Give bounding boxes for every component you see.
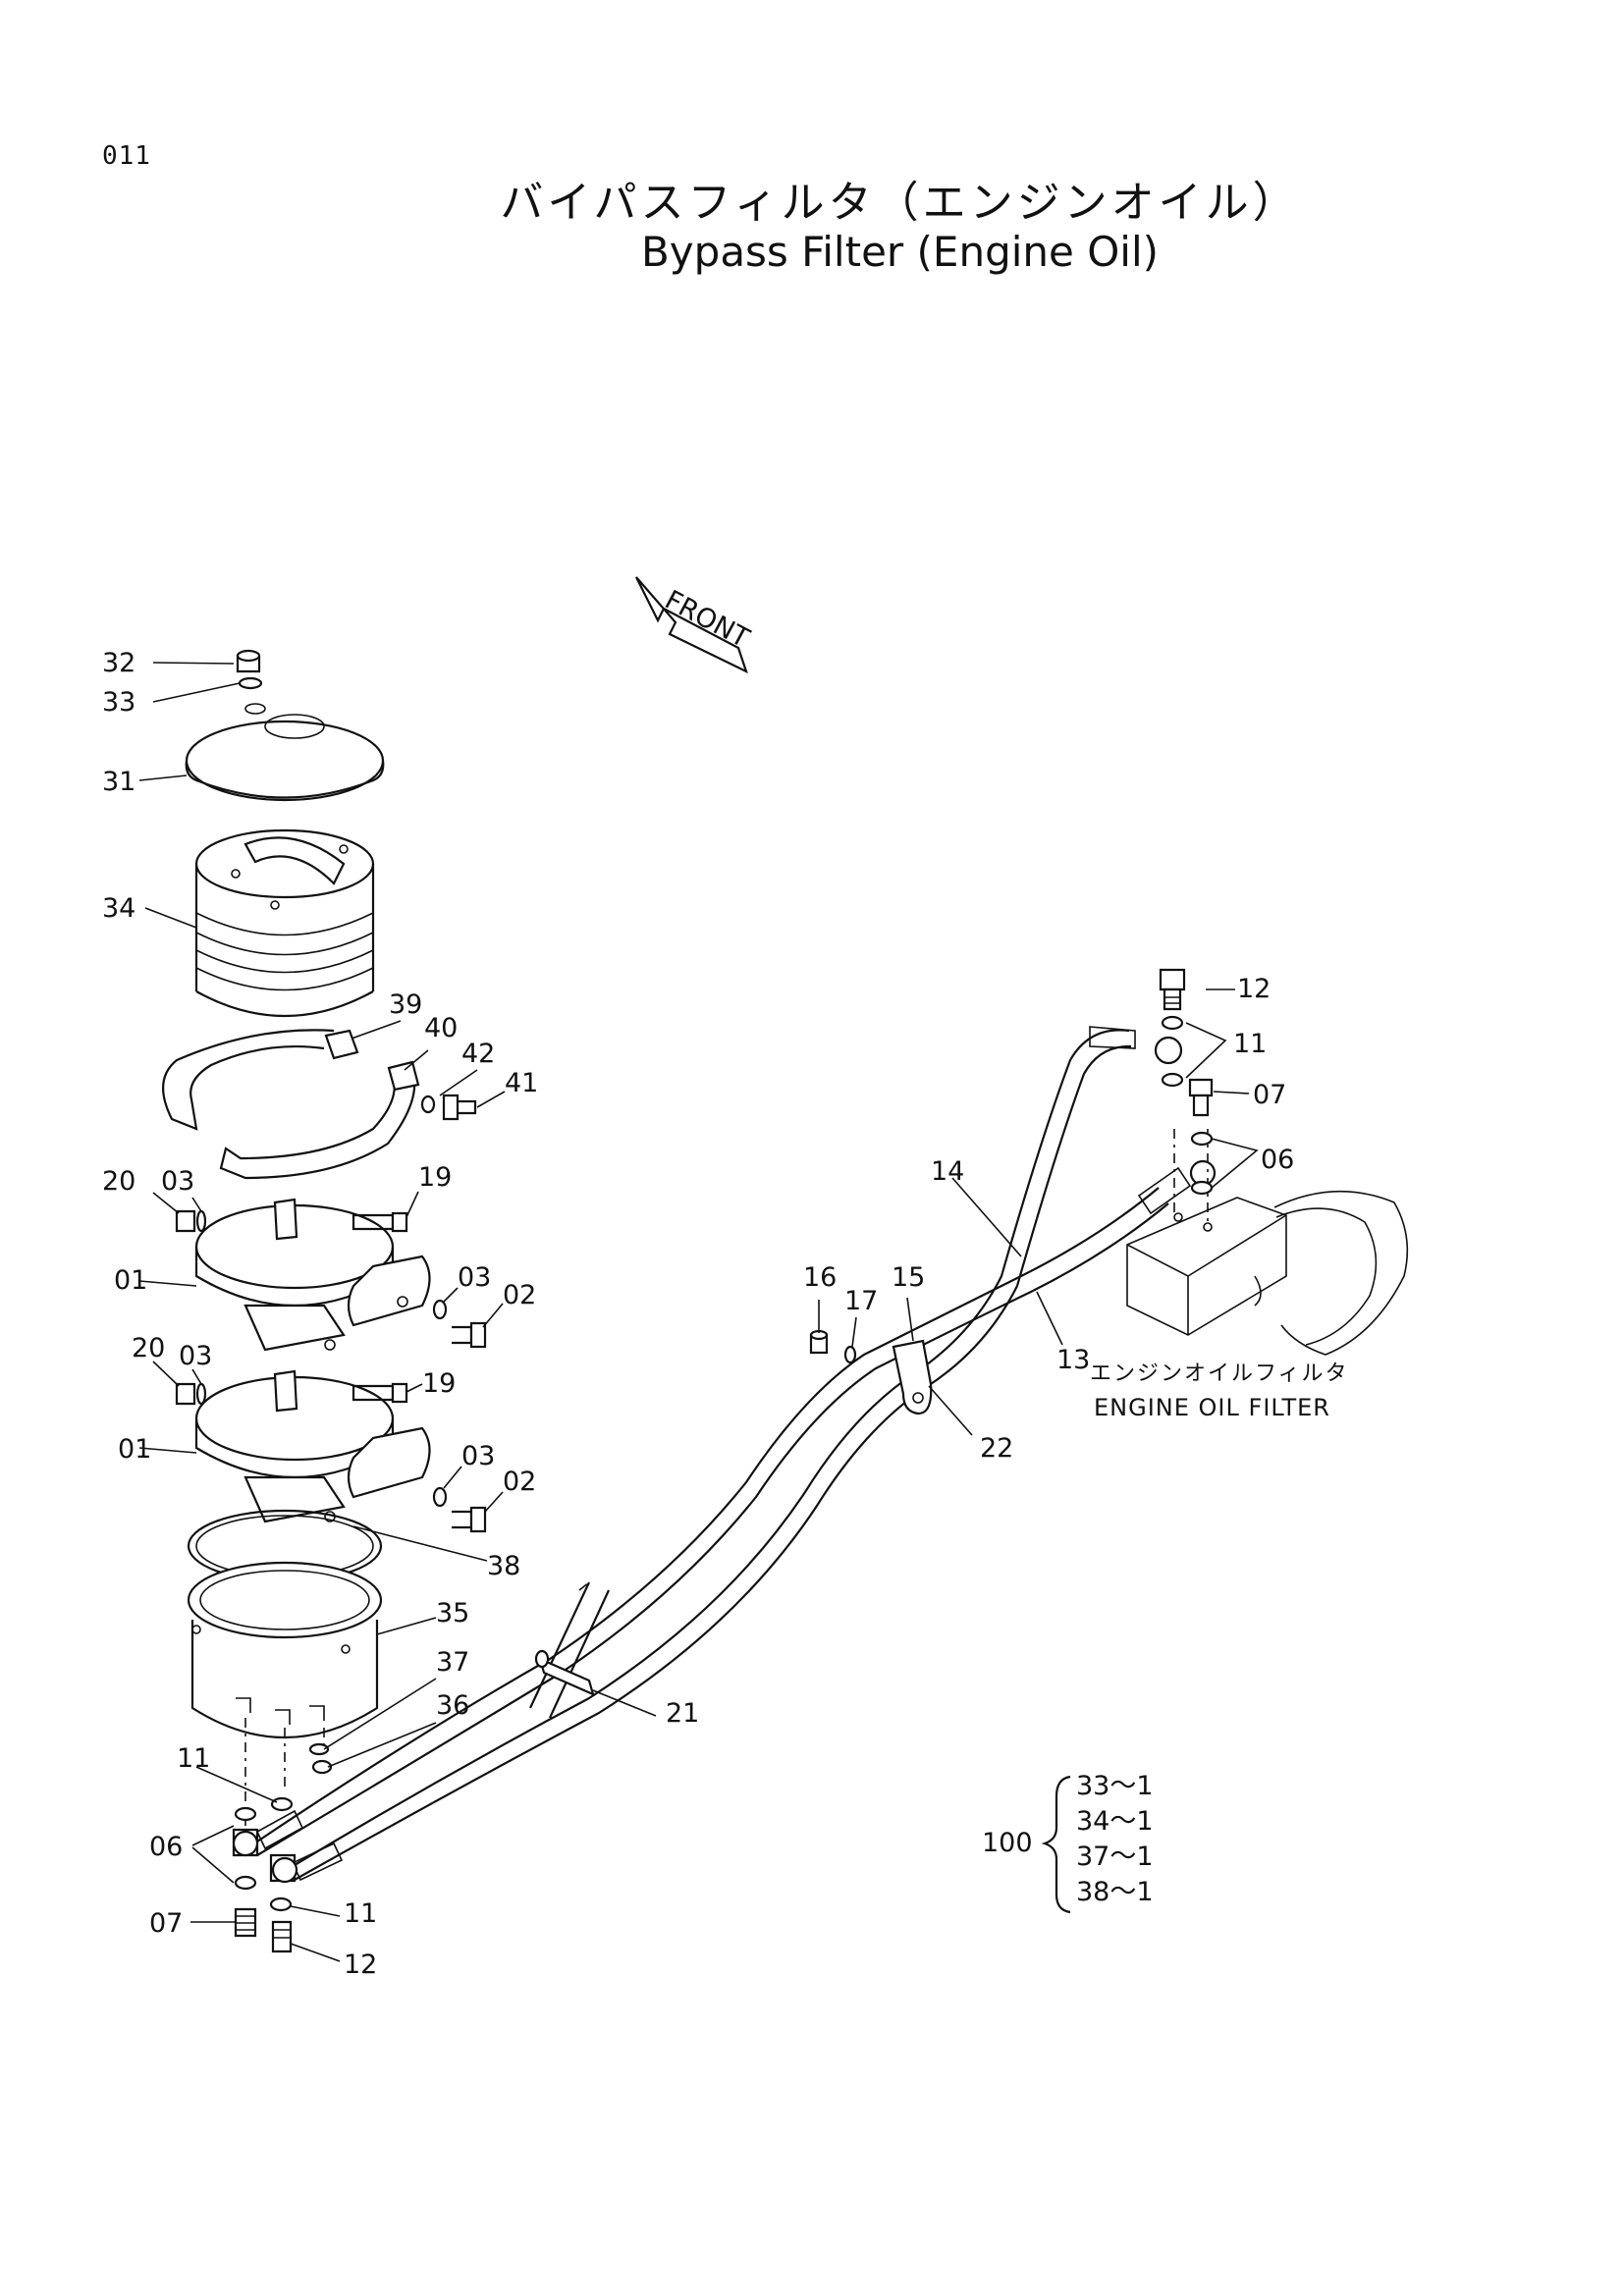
hose-13 (256, 1166, 1192, 1856)
callout-14: 14 (931, 1156, 964, 1187)
callout-35: 35 (436, 1598, 469, 1629)
hose-14 (294, 1026, 1136, 1881)
front-arrow: FRONT (635, 576, 754, 674)
callout-31: 31 (102, 767, 135, 797)
callout-21: 21 (666, 1698, 699, 1729)
callout-20-upper: 20 (102, 1166, 135, 1197)
kit-100: 100 33～1 34～1 37～1 38～1 (982, 1771, 1154, 1914)
callout-06-right: 06 (1261, 1145, 1294, 1175)
kit-number: 100 (982, 1828, 1033, 1858)
callout-01-lower: 01 (118, 1434, 151, 1465)
callout-38: 38 (487, 1551, 520, 1581)
engine-filter-label-jp: エンジンオイルフィルタ (1090, 1362, 1349, 1386)
case-35 (187, 1561, 383, 1738)
engine-filter-label-en: ENGINE OIL FILTER (1094, 1394, 1330, 1421)
callout-07-left: 07 (149, 1908, 183, 1939)
callout-32: 32 (102, 648, 135, 678)
title-english: Bypass Filter (Engine Oil) (640, 228, 1159, 276)
kit-item-2: 34～1 (1076, 1806, 1154, 1837)
clamp-01-upper (194, 1198, 431, 1352)
callout-11-left-upper: 11 (177, 1743, 210, 1774)
callout-03-upper-left: 03 (161, 1166, 194, 1197)
callout-15: 15 (892, 1262, 925, 1293)
kit-item-1: 33～1 (1076, 1771, 1154, 1801)
callout-07-right: 07 (1253, 1080, 1286, 1110)
callout-02-lower: 02 (503, 1467, 536, 1497)
callout-34: 34 (102, 893, 135, 924)
callout-33: 33 (102, 687, 135, 718)
callout-12-left: 12 (344, 1949, 377, 1980)
callout-12-right: 12 (1237, 974, 1271, 1004)
callout-22: 22 (980, 1433, 1013, 1464)
hose-ends-left (255, 1809, 344, 1882)
leader-lines (138, 662, 1259, 1962)
callout-41: 41 (505, 1068, 538, 1098)
callouts: 32 33 31 34 39 40 42 41 20 03 19 01 03 0… (102, 648, 1349, 1980)
callout-03-lower-left: 03 (179, 1341, 212, 1371)
callout-20-lower: 20 (132, 1333, 165, 1363)
kit-item-4: 38～1 (1076, 1877, 1154, 1907)
callout-19-upper: 19 (418, 1162, 452, 1193)
callout-02-upper: 02 (503, 1280, 536, 1310)
callout-16: 16 (803, 1262, 837, 1293)
bolt-02-upper (432, 1299, 487, 1349)
callout-01-upper: 01 (114, 1265, 147, 1296)
callout-17: 17 (844, 1286, 878, 1316)
callout-40: 40 (424, 1013, 458, 1043)
nut-20-upper (175, 1209, 408, 1233)
bolt-07-right (1188, 1078, 1214, 1196)
bolt-02-lower (432, 1486, 487, 1533)
callout-13: 13 (1056, 1345, 1090, 1375)
callout-03-upper-right: 03 (458, 1262, 491, 1293)
screw-41 (420, 1094, 477, 1121)
callout-37: 37 (436, 1647, 469, 1678)
callout-42: 42 (461, 1039, 495, 1069)
band-39 (162, 1029, 420, 1180)
callout-11-right: 11 (1233, 1029, 1267, 1059)
banjo-fittings (232, 1036, 1217, 1884)
kit-item-3: 37～1 (1076, 1842, 1154, 1872)
callout-03-lower-right: 03 (461, 1441, 495, 1471)
callout-39: 39 (389, 989, 422, 1020)
element-34 (194, 828, 375, 1017)
title-japanese: バイパスフィルタ（エンジンオイル） (500, 178, 1300, 228)
clip-21 (529, 1581, 610, 1719)
cover-31 (185, 703, 385, 802)
callout-36: 36 (436, 1690, 469, 1721)
page-number: 011 (102, 141, 151, 171)
plug-32 (236, 649, 263, 690)
clamp-15-22 (809, 1329, 933, 1415)
callout-06-left: 06 (149, 1832, 183, 1862)
engine-oil-filter (1126, 1129, 1409, 1356)
callout-11-left-lower: 11 (344, 1898, 377, 1929)
callout-19-lower: 19 (422, 1368, 456, 1399)
bolt-12-top (1159, 968, 1186, 1088)
